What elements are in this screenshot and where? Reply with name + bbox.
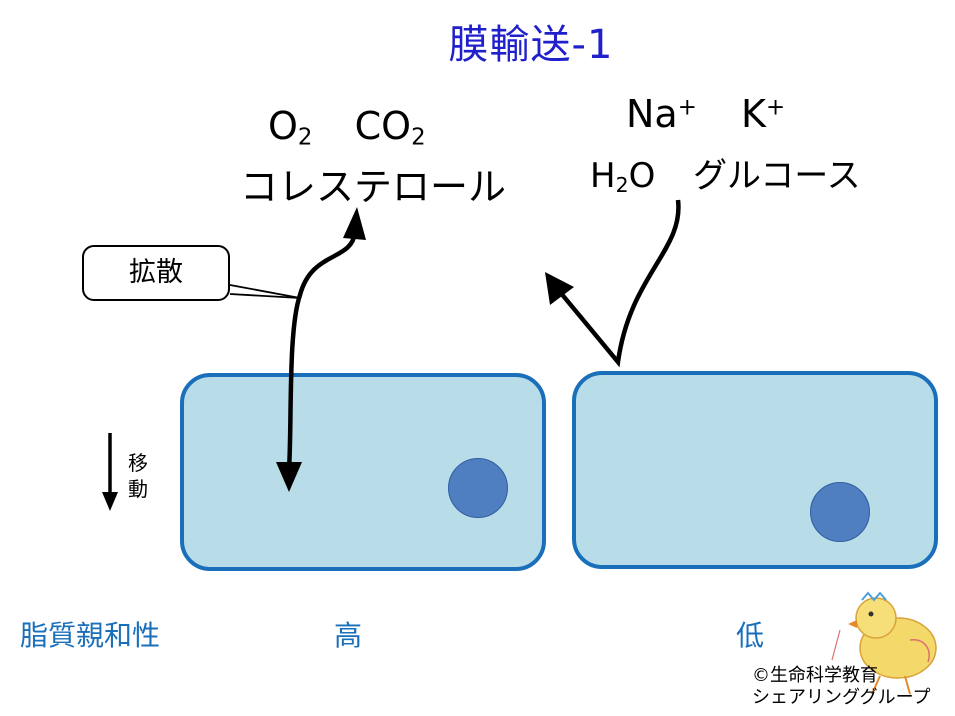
lipid-affinity-label: 脂質親和性 <box>20 619 161 652</box>
high-label: 高 <box>334 619 363 652</box>
o2-formula: O2 <box>268 104 313 151</box>
cholesterol-label: コレステロール <box>240 165 507 209</box>
movement-arrow-head <box>102 492 118 511</box>
movement-label-char1: 移 <box>128 451 148 475</box>
movement-label-char2: 動 <box>128 477 148 501</box>
chick-illustration <box>831 591 937 695</box>
copyright: ©生命科学教育 シェアリンググループ <box>752 665 931 709</box>
potassium-ion: K+ <box>741 92 786 136</box>
copyright-line1: ©生命科学教育 <box>752 665 878 686</box>
glucose-label: グルコース <box>692 156 861 196</box>
blocked-arrow <box>558 199 681 368</box>
blocked-arrow-head <box>545 272 574 305</box>
nucleus-right <box>810 482 870 542</box>
ions-label: Na+ K+ <box>626 92 785 136</box>
water-formula: H2O <box>590 156 656 198</box>
diffusion-callout: 拡散 <box>82 245 230 301</box>
sodium-ion: Na+ <box>626 92 697 136</box>
movement-label: 移 動 <box>128 450 148 502</box>
nucleus-left <box>448 458 508 518</box>
callout-pointer-2 <box>229 293 301 299</box>
left-molecules-line1: O2 CO2 <box>268 104 426 151</box>
page-title: 膜輸送-1 <box>448 22 614 68</box>
arrow-head-down <box>276 462 302 492</box>
arrow-head-up <box>343 207 366 240</box>
callout-pointer-1 <box>229 284 301 299</box>
cell-right <box>572 371 938 569</box>
right-molecules-line2: H2O グルコース <box>590 148 861 197</box>
diffusion-arrow <box>286 231 358 471</box>
copyright-line2: シェアリンググループ <box>752 687 931 708</box>
co2-formula: CO2 <box>354 104 426 151</box>
low-label: 低 <box>736 619 765 652</box>
